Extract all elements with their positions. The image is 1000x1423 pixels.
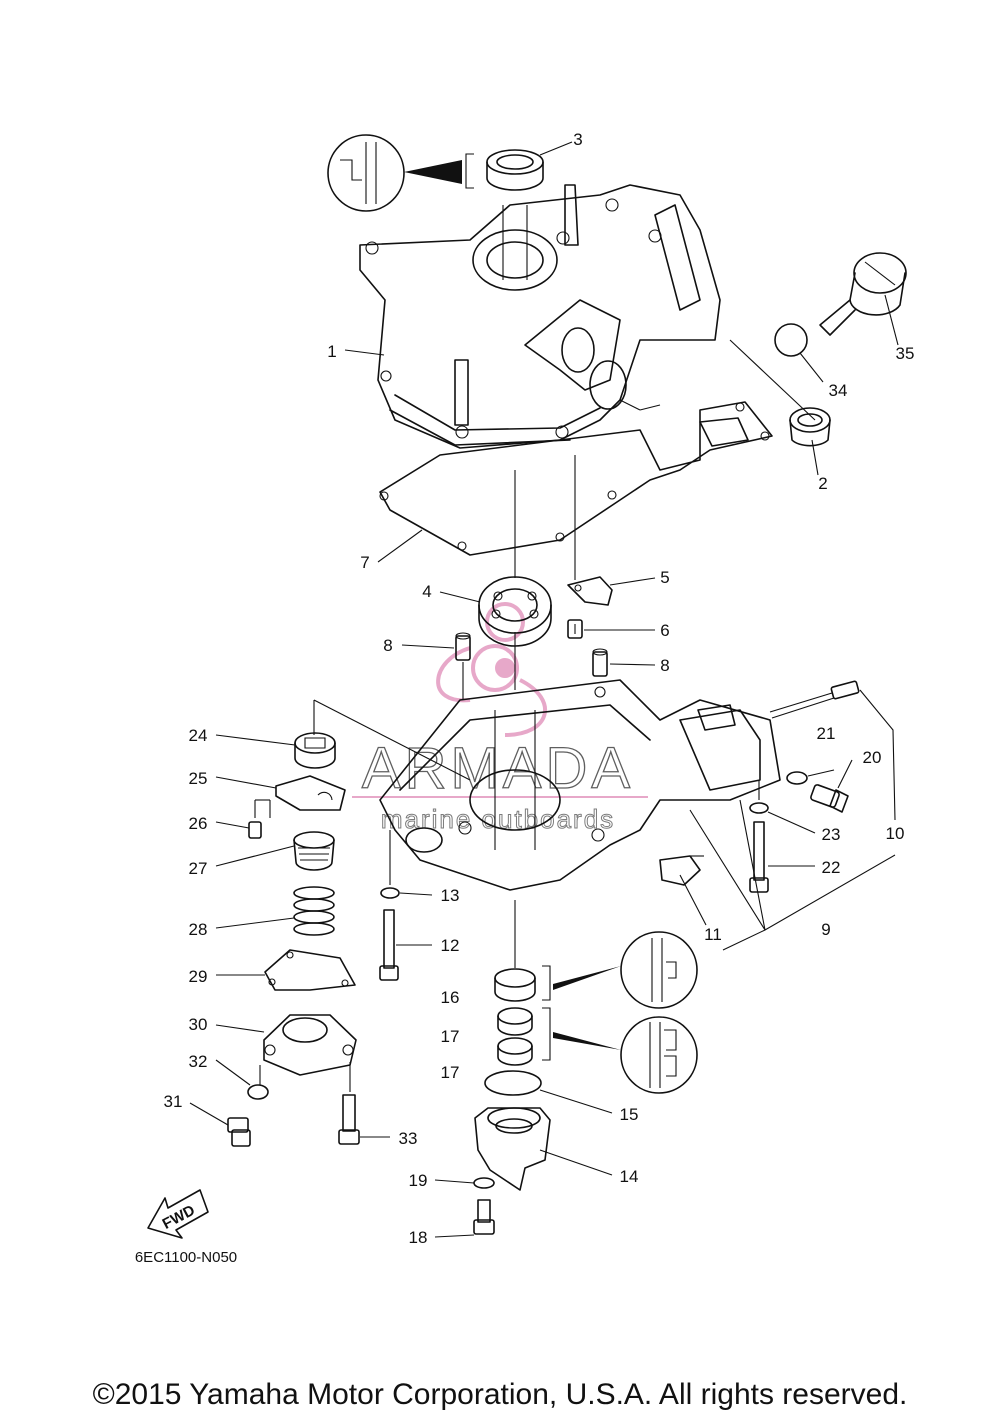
filter-cap-24: [294, 732, 336, 769]
part-label: 19: [409, 1171, 428, 1190]
gasket-29: [264, 949, 356, 991]
watermark: ARMADA marine outboards: [352, 602, 648, 835]
pump-cover-30: [263, 1014, 357, 1076]
part-label: 14: [620, 1167, 639, 1186]
part-label: 15: [620, 1105, 639, 1124]
detail-callout-16: [542, 931, 698, 1009]
washer-21: [786, 771, 808, 785]
bolt-22: [749, 821, 769, 893]
part-label: 16: [441, 988, 460, 1007]
part-label: 31: [164, 1092, 183, 1111]
part-label: 35: [896, 344, 915, 363]
part-label: 13: [441, 886, 460, 905]
part-label: 2: [818, 474, 827, 493]
o-ring-34: [774, 323, 808, 357]
oil-seal-17a: [497, 1007, 533, 1036]
centerlines: [254, 339, 816, 1092]
bolt-18: [473, 1199, 495, 1235]
part-label: 26: [189, 814, 208, 833]
part-label: 24: [189, 726, 208, 745]
watermark-tagline: marine outboards: [381, 804, 615, 834]
bolt-11: [659, 855, 704, 886]
washer-19: [473, 1177, 495, 1189]
part-label: 1: [327, 342, 336, 361]
part-labels: 1 2 3 4 5 6 7 8 8 9 10 11 12 13 14 15 16…: [164, 130, 915, 1247]
part-label: 27: [189, 859, 208, 878]
part-label: 21: [817, 724, 836, 743]
detail-callout-top: [327, 134, 474, 212]
part-label: 12: [441, 936, 460, 955]
part-label: 23: [822, 825, 841, 844]
crankcase-upper: [359, 184, 721, 449]
oil-seal-17b: [497, 1037, 533, 1066]
detail-callout-17: [542, 1007, 698, 1094]
part-label: 5: [660, 568, 669, 587]
part-label: 8: [660, 656, 669, 675]
part-label: 9: [821, 920, 830, 939]
strainer-27: [293, 831, 335, 871]
oil-seal-3: [486, 149, 544, 191]
part-label: 32: [189, 1052, 208, 1071]
dowel-pin-8a: [455, 632, 471, 661]
crankcase-lower: [379, 679, 781, 891]
plug-2: [789, 407, 831, 447]
fwd-arrow-icon: FWD: [147, 1189, 209, 1239]
part-label: 3: [573, 130, 582, 149]
o-ring-15: [484, 1070, 542, 1096]
part-label: 4: [422, 582, 431, 601]
part-label: 20: [863, 748, 882, 767]
bolt-31: [227, 1117, 251, 1147]
part-label: 7: [360, 553, 369, 572]
part-label: 34: [829, 381, 848, 400]
bolt-10: [769, 680, 860, 719]
part-label: 17: [441, 1063, 460, 1082]
screw-6: [567, 619, 583, 639]
oil-cap-35: [819, 252, 907, 336]
part-label: 11: [704, 925, 722, 944]
watermark-logo: [436, 602, 548, 737]
part-label: 28: [189, 920, 208, 939]
dowel-pin-8b: [592, 648, 608, 677]
leader-lines: [189, 141, 899, 1238]
washer-23: [749, 802, 769, 814]
oil-seal-16: [494, 968, 536, 1002]
part-label: 33: [399, 1129, 418, 1148]
plate-5: [567, 576, 613, 606]
bolt-33: [338, 1094, 360, 1145]
copyright-notice: ©2015 Yamaha Motor Corporation, U.S.A. A…: [92, 1378, 908, 1411]
part-label: 29: [189, 967, 208, 986]
part-label: 22: [822, 858, 841, 877]
part-label: 25: [189, 769, 208, 788]
part-code: 6EC1100-N050: [135, 1249, 237, 1266]
part-label: 10: [886, 824, 905, 843]
plate-25: [275, 775, 346, 811]
part-label: 6: [660, 621, 669, 640]
washer-13: [380, 887, 400, 899]
bolt-12: [379, 909, 399, 981]
part-label: 30: [189, 1015, 208, 1034]
screw-26: [248, 821, 262, 839]
washer-32: [247, 1084, 269, 1100]
bolt-20: [810, 784, 849, 813]
part-label: 8: [383, 636, 392, 655]
part-label: 18: [409, 1228, 428, 1247]
housing-14: [474, 1107, 551, 1191]
spring-28: [293, 886, 335, 936]
gasket: [379, 401, 773, 556]
part-label: 17: [441, 1027, 460, 1046]
